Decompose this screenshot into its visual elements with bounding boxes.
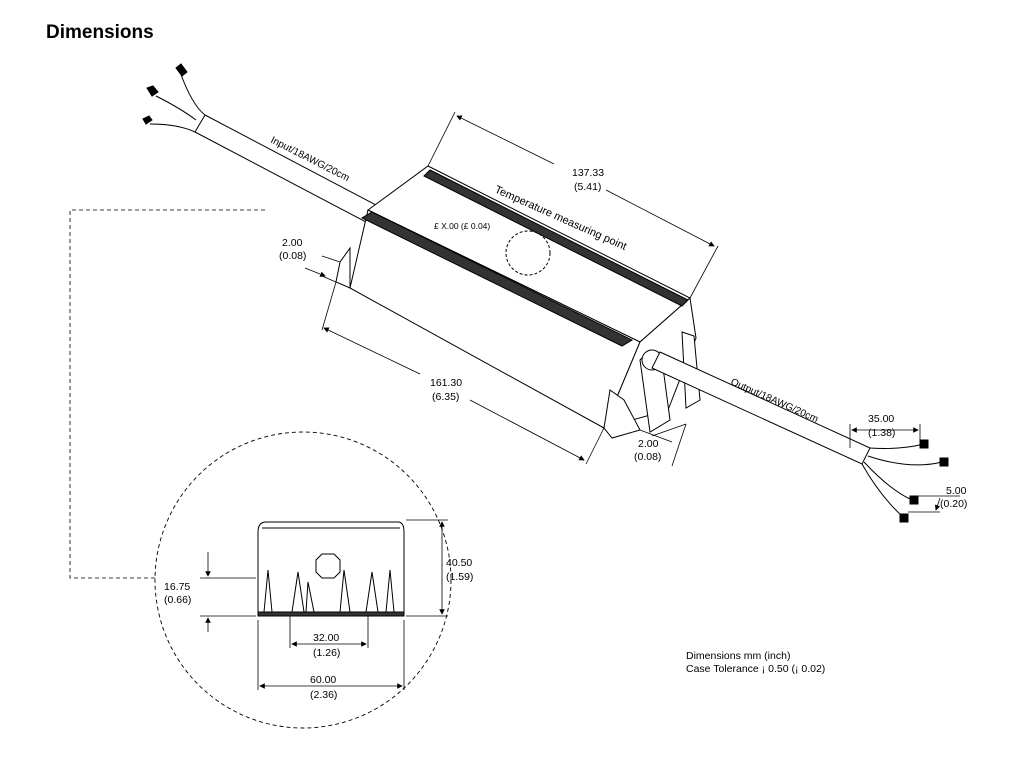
dimension-lines (304, 111, 960, 513)
units-note: Dimensions mm (inch) (686, 650, 791, 662)
end-view-dimensions (200, 519, 448, 690)
output-cable (641, 349, 949, 523)
ear-right-in: (0.08) (634, 451, 661, 463)
lead-in: (0.20) (940, 498, 967, 510)
mount-mm: 161.30 (430, 377, 462, 389)
driver-body (335, 165, 701, 439)
height-mm: 40.50 (446, 557, 472, 569)
end-view (257, 521, 405, 617)
length-mm: 137.33 (572, 167, 604, 179)
hole-mm: 32.00 (313, 632, 339, 644)
dimension-notes: Dimensions mm (inch) Case Tolerance ¡ 0.… (686, 650, 825, 676)
input-cable (142, 63, 396, 233)
ear-left-in: (0.08) (279, 250, 306, 262)
mount-in: (6.35) (432, 391, 459, 403)
ear-right-mm: 2.00 (638, 438, 659, 450)
strip-mm: 35.00 (868, 413, 894, 425)
tolerance-note: Case Tolerance ¡ 0.50 (¡ 0.02) (686, 663, 826, 675)
hole-in: (1.26) (313, 647, 340, 659)
strip-in: (1.38) (868, 427, 895, 439)
detail-leader (69, 209, 265, 579)
width-in: (2.36) (310, 689, 337, 701)
temp-point-circle (505, 230, 551, 276)
foot-height-mm: 16.75 (164, 581, 190, 593)
lead-mm: 5.00 (946, 485, 967, 497)
foot-height-in: (0.66) (164, 594, 191, 606)
temp-tolerance-label: £ X.00 (£ 0.04) (434, 221, 490, 231)
ear-left-mm: 2.00 (282, 237, 303, 249)
width-mm: 60.00 (310, 674, 336, 686)
height-in: (1.59) (446, 571, 473, 583)
page-title: Dimensions (46, 22, 154, 43)
length-in: (5.41) (574, 181, 601, 193)
detail-circle (154, 431, 452, 729)
